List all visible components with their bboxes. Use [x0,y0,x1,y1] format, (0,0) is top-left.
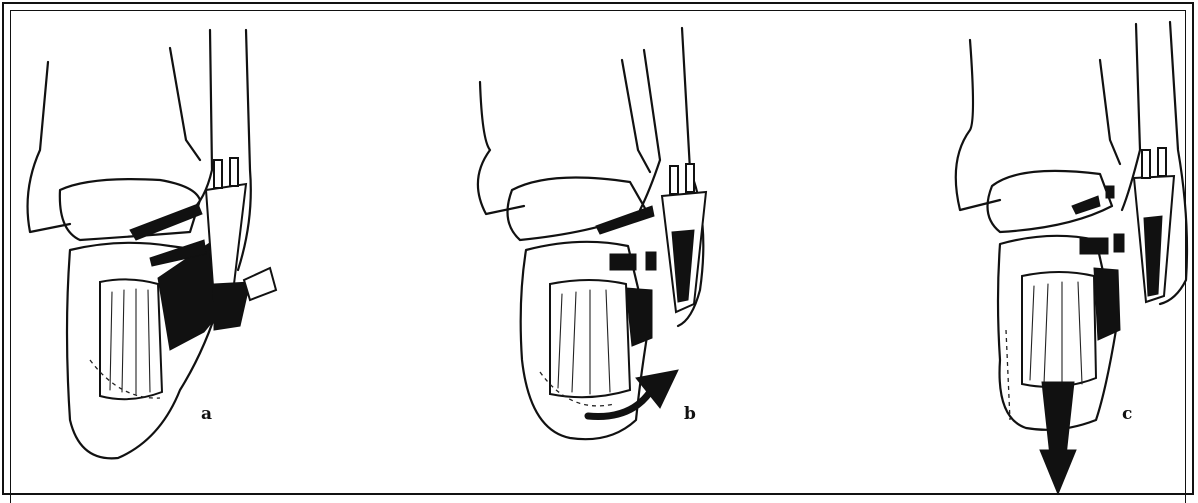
tendon-stub-2 [230,158,238,186]
ligament-notch [1106,186,1114,198]
tibia-medial-edge [170,48,200,160]
talus-outline [60,179,200,240]
panel-c-drawing [800,0,1198,499]
ligament-arrow-1 [1072,196,1100,214]
fibula-outline [190,30,212,212]
panel-b-drawing [400,0,800,499]
tendon-stub-1 [1142,150,1150,178]
ligament-block-1 [1080,238,1108,254]
ligament-mass [1094,268,1120,340]
talus-outline [508,178,647,241]
tendon-stub-2 [686,164,694,192]
tibia-medial-edge [1100,60,1120,164]
panel-c: c [800,0,1198,499]
tendon-block [1022,272,1096,387]
ligament-block-1 [610,254,636,270]
tibia-outline [478,82,524,214]
panel-b: b [400,0,800,499]
fibula-outline [640,50,660,210]
panel-label-a: a [201,404,212,424]
tendon-block [100,279,162,399]
distal-tendon-bundle [214,282,250,330]
tibia-outline [28,62,70,232]
dotted-contour [1006,330,1010,420]
panel-label-b: b [684,404,696,424]
panel-a: a [0,0,400,499]
panel-label-c: c [1122,404,1132,424]
tendon-tip [244,268,276,300]
tendon-stub-1 [670,166,678,194]
traction-arrow-shaft [1042,382,1074,456]
tibia-medial-edge [622,60,650,172]
ligament-arrow [596,206,654,234]
ligament-block-2 [646,252,656,270]
tendon-stub-2 [1158,148,1166,176]
ligament-mass [626,288,652,346]
panel-a-drawing [0,0,400,499]
traction-arrow-head [1040,450,1076,494]
ligament-block-2 [1114,234,1124,252]
tendon-stub-1 [214,160,222,188]
